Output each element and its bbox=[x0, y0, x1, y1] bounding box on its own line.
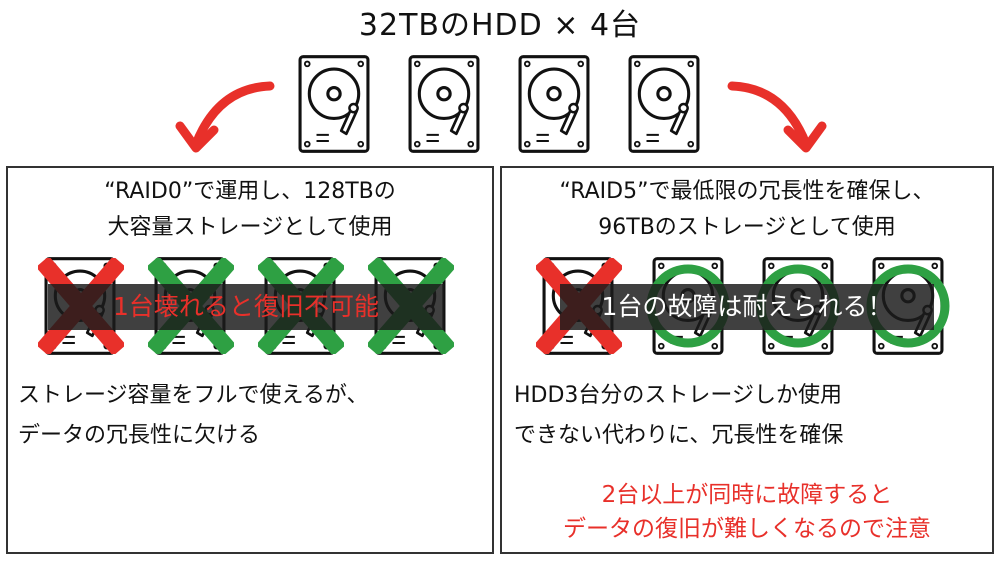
curved-red-arrow-icon bbox=[175, 81, 275, 153]
raid0-heading-line2: 大容量ストレージとして使用 bbox=[107, 215, 393, 240]
hard-disk-drive-icon bbox=[408, 55, 480, 153]
raid0-desc-line2: データの冗長性に欠ける bbox=[18, 423, 261, 448]
raid5-panel: “RAID5”で最低限の冗長性を確保し、 96TBのストレージとして使用 1台の… bbox=[500, 166, 994, 554]
raid0-desc-line1: ストレージ容量をフルで使えるが、 bbox=[18, 383, 369, 408]
raid5-desc-line2: できない代わりに、冗長性を確保 bbox=[514, 423, 844, 448]
raid0-failure-banner: 1台壊れると復旧不可能 bbox=[48, 284, 444, 330]
raid0-panel: “RAID0”で運用し、128TBの 大容量ストレージとして使用 1台壊れると復… bbox=[6, 166, 494, 554]
raid5-warning-line2: データの復旧が難しくなるので注意 bbox=[563, 516, 931, 542]
curved-red-arrow-icon bbox=[727, 81, 827, 153]
page-title: 32TBのHDD × 4台 bbox=[358, 8, 642, 43]
raid5-tolerance-banner: 1台の故障は耐えられる！ bbox=[560, 284, 934, 330]
raid0-heading-line1: “RAID0”で運用し、128TBの bbox=[104, 179, 396, 204]
raid5-heading-line1: “RAID5”で最低限の冗長性を確保し、 bbox=[559, 179, 935, 204]
raid5-heading-line2: 96TBのストレージとして使用 bbox=[598, 215, 896, 240]
raid5-desc-line1: HDD3台分のストレージしか使用 bbox=[514, 383, 842, 408]
hard-disk-drive-icon bbox=[298, 55, 370, 153]
hard-disk-drive-icon bbox=[628, 55, 700, 153]
raid5-warning-line1: 2台以上が同時に故障すると bbox=[601, 482, 893, 508]
hard-disk-drive-icon bbox=[518, 55, 590, 153]
